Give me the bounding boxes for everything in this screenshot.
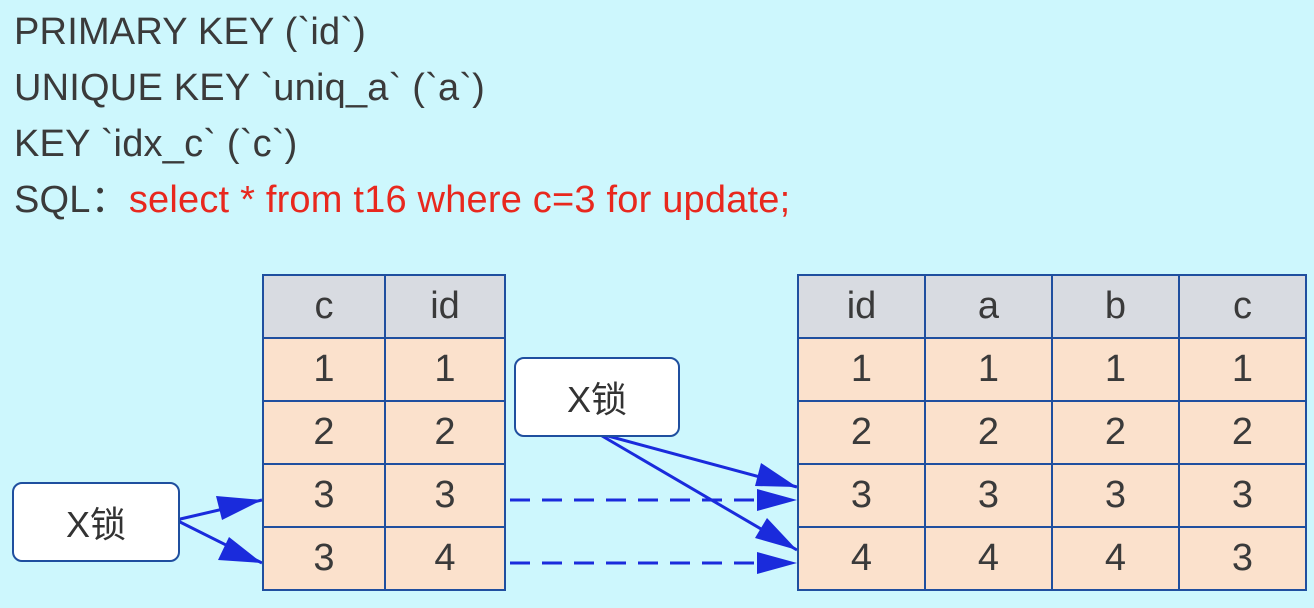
table-cell: 3 bbox=[384, 463, 506, 528]
header-cell-c: c bbox=[1178, 274, 1307, 339]
table-cell: 3 bbox=[262, 526, 386, 591]
table-row: 1 1 1 1 bbox=[797, 337, 1307, 402]
table-cell: 1 bbox=[1178, 337, 1307, 402]
key-idx-c-line: KEY `idx_c` (`c`) bbox=[14, 123, 298, 165]
table-header-row: id a b c bbox=[797, 274, 1307, 339]
table-cell: 2 bbox=[924, 400, 1053, 465]
primary-key-line: PRIMARY KEY (`id`) bbox=[14, 11, 367, 53]
x-lock-label-primary: X锁 bbox=[514, 357, 680, 437]
table-header-row: c id bbox=[262, 274, 506, 339]
table-cell: 3 bbox=[1178, 526, 1307, 591]
index-definitions: PRIMARY KEY (`id`) UNIQUE KEY `uniq_a` (… bbox=[14, 4, 790, 228]
table-cell: 2 bbox=[1051, 400, 1180, 465]
header-cell-a: a bbox=[924, 274, 1053, 339]
table-cell: 3 bbox=[1051, 463, 1180, 528]
table-cell: 4 bbox=[797, 526, 926, 591]
table-cell: 1 bbox=[924, 337, 1053, 402]
header-cell-c: c bbox=[262, 274, 386, 339]
table-cell: 2 bbox=[262, 400, 386, 465]
table-row: 3 3 3 3 bbox=[797, 463, 1307, 528]
unique-key-line: UNIQUE KEY `uniq_a` (`a`) bbox=[14, 67, 485, 109]
secondary-index-table: c id 1 1 2 2 3 3 3 4 bbox=[262, 274, 506, 591]
table-cell: 3 bbox=[924, 463, 1053, 528]
table-cell: 3 bbox=[797, 463, 926, 528]
arrowhead-row-3-3 bbox=[216, 496, 262, 520]
arrowhead-pk-row-4 bbox=[755, 518, 797, 550]
table-row: 3 3 bbox=[262, 463, 506, 528]
sql-query: select * from t16 where c=3 for update; bbox=[128, 179, 791, 221]
header-cell-id: id bbox=[384, 274, 506, 339]
dashed-arrowhead-row-3 bbox=[757, 489, 797, 511]
table-cell: 2 bbox=[384, 400, 506, 465]
header-cell-id: id bbox=[797, 274, 926, 339]
table-row: 1 1 bbox=[262, 337, 506, 402]
dashed-arrowhead-row-4 bbox=[757, 552, 797, 574]
table-row: 3 4 bbox=[262, 526, 506, 591]
table-cell: 1 bbox=[384, 337, 506, 402]
sql-prefix: SQL： bbox=[14, 179, 129, 221]
arrowhead-row-3-4 bbox=[218, 537, 262, 563]
table-cell: 1 bbox=[262, 337, 386, 402]
x-lock-label-secondary: X锁 bbox=[12, 482, 180, 562]
table-row: 4 4 4 3 bbox=[797, 526, 1307, 591]
table-cell: 2 bbox=[797, 400, 926, 465]
table-cell: 3 bbox=[1178, 463, 1307, 528]
header-cell-b: b bbox=[1051, 274, 1180, 339]
table-row: 2 2 2 2 bbox=[797, 400, 1307, 465]
table-cell: 4 bbox=[384, 526, 506, 591]
table-cell: 4 bbox=[1051, 526, 1180, 591]
table-cell: 4 bbox=[924, 526, 1053, 591]
primary-index-table: id a b c 1 1 1 1 2 2 2 2 3 3 3 3 4 4 4 3 bbox=[797, 274, 1307, 591]
table-row: 2 2 bbox=[262, 400, 506, 465]
table-cell: 1 bbox=[797, 337, 926, 402]
table-cell: 3 bbox=[262, 463, 386, 528]
sql-line: SQL：select * from t16 where c=3 for upda… bbox=[14, 172, 790, 228]
arrowhead-pk-row-3 bbox=[755, 463, 797, 487]
table-cell: 2 bbox=[1178, 400, 1307, 465]
table-cell: 1 bbox=[1051, 337, 1180, 402]
